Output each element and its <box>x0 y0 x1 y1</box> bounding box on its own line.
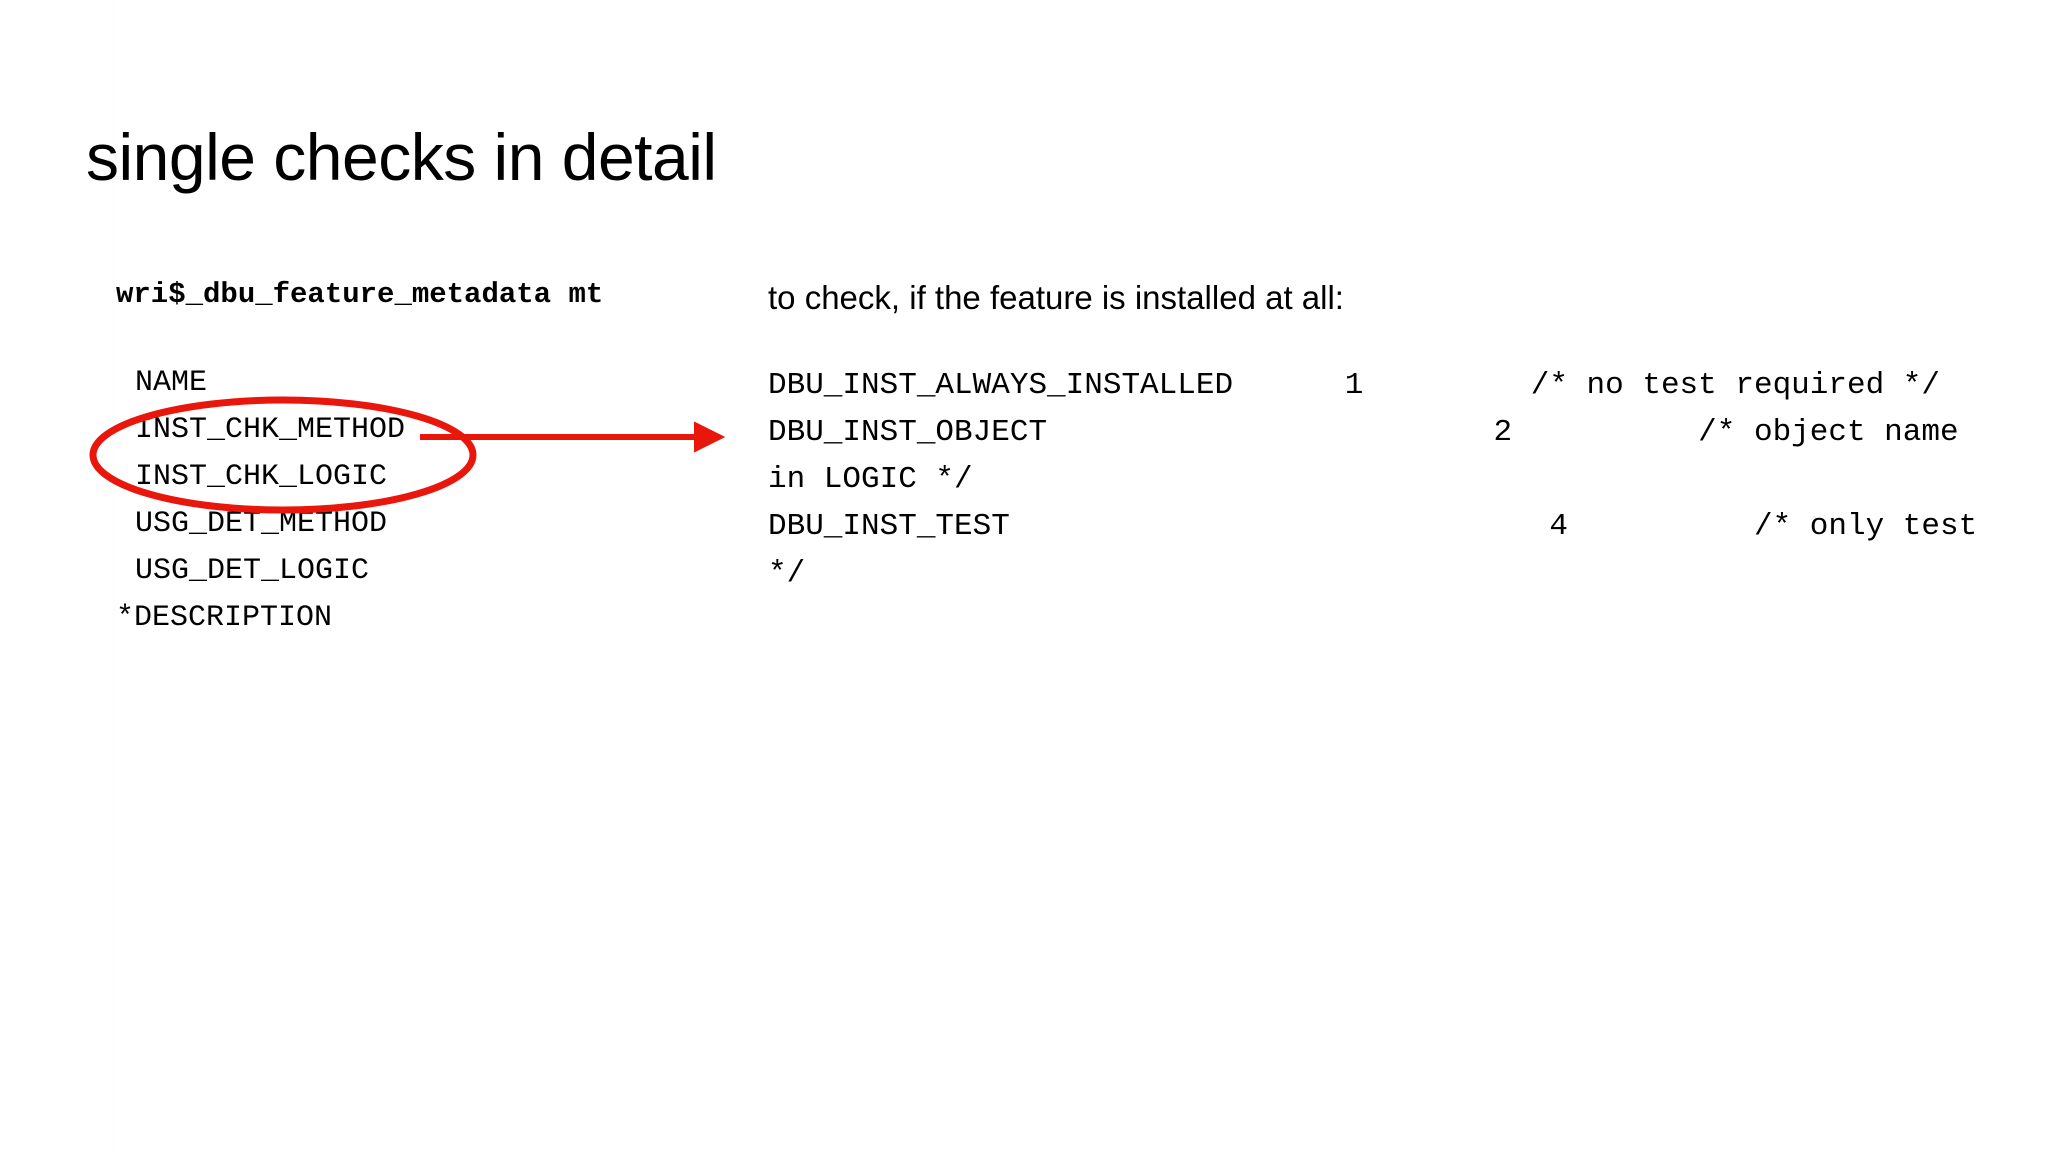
page-title: single checks in detail <box>86 120 717 194</box>
right-column: to check, if the feature is installed at… <box>768 278 2008 597</box>
list-item-column-name: NAME <box>135 366 208 400</box>
list-item-column-inst-chk-method: INST_CHK_METHOD <box>135 413 406 447</box>
list-item-column-description: *DESCRIPTION <box>116 601 333 635</box>
list-item-constant-test: DBU_INST_TEST 4 /* only test */ <box>768 509 1996 591</box>
constant-definition-list: DBU_INST_ALWAYS_INSTALLED 1 /* no test r… <box>768 362 2008 597</box>
table-name-heading: wri$_dbu_feature_metadata mt <box>116 278 604 311</box>
column-name-list: NAME INST_CHK_METHOD INST_CHK_LOGIC USG_… <box>116 360 716 642</box>
list-item-constant-object: DBU_INST_OBJECT 2 /* object name in LOGI… <box>768 415 1978 497</box>
list-item-column-usg-det-logic: USG_DET_LOGIC <box>135 554 370 588</box>
left-column: wri$_dbu_feature_metadata mt NAME INST_C… <box>116 278 716 642</box>
list-item-constant-always-installed: DBU_INST_ALWAYS_INSTALLED 1 /* no test r… <box>768 368 1940 403</box>
content-frame-edge <box>113 0 114 1152</box>
right-column-intro-text: to check, if the feature is installed at… <box>768 279 1344 316</box>
list-item-column-usg-det-method: USG_DET_METHOD <box>135 507 388 541</box>
list-item-column-inst-chk-logic: INST_CHK_LOGIC <box>135 460 388 494</box>
